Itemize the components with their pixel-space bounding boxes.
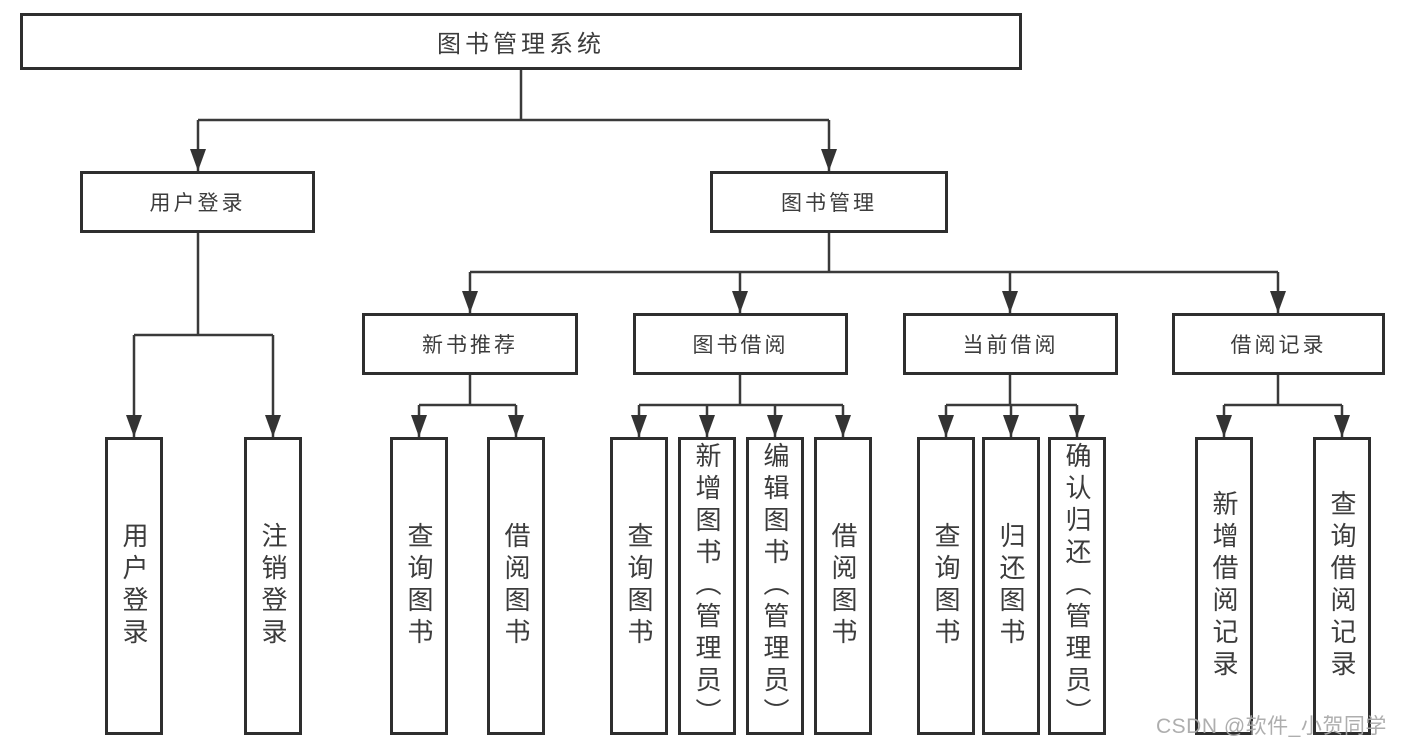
arrowheads (126, 149, 1350, 437)
leaf-logout-login: 注销登录 (244, 437, 302, 735)
leaf-br-query-record: 查询借阅记录 (1313, 437, 1371, 735)
leaf-cb-query-books: 查询图书 (917, 437, 975, 735)
leaf-nbr-query-books: 查询图书 (390, 437, 448, 735)
node-user-login: 用户登录 (80, 171, 315, 233)
node-new-book-recommend: 新书推荐 (362, 313, 578, 375)
node-book-management: 图书管理 (710, 171, 948, 233)
leaf-user-login: 用户登录 (105, 437, 163, 735)
node-current-borrow: 当前借阅 (903, 313, 1118, 375)
leaf-bb-query-books: 查询图书 (610, 437, 668, 735)
leaf-bb-edit-book-admin: 编辑图书（管理员） (746, 437, 804, 735)
watermark: CSDN @软件_小贺同学 (1156, 715, 1387, 738)
leaf-bb-add-book-admin: 新增图书（管理员） (678, 437, 736, 735)
node-borrow-records: 借阅记录 (1172, 313, 1385, 375)
leaf-bb-borrow-books: 借阅图书 (814, 437, 872, 735)
node-root: 图书管理系统 (20, 13, 1022, 70)
node-book-borrow: 图书借阅 (633, 313, 848, 375)
connector-lines (132, 70, 1344, 437)
leaf-nbr-borrow-books: 借阅图书 (487, 437, 545, 735)
leaf-br-add-record: 新增借阅记录 (1195, 437, 1253, 735)
leaf-cb-confirm-return-admin: 确认归还（管理员） (1048, 437, 1106, 735)
leaf-cb-return-books: 归还图书 (982, 437, 1040, 735)
